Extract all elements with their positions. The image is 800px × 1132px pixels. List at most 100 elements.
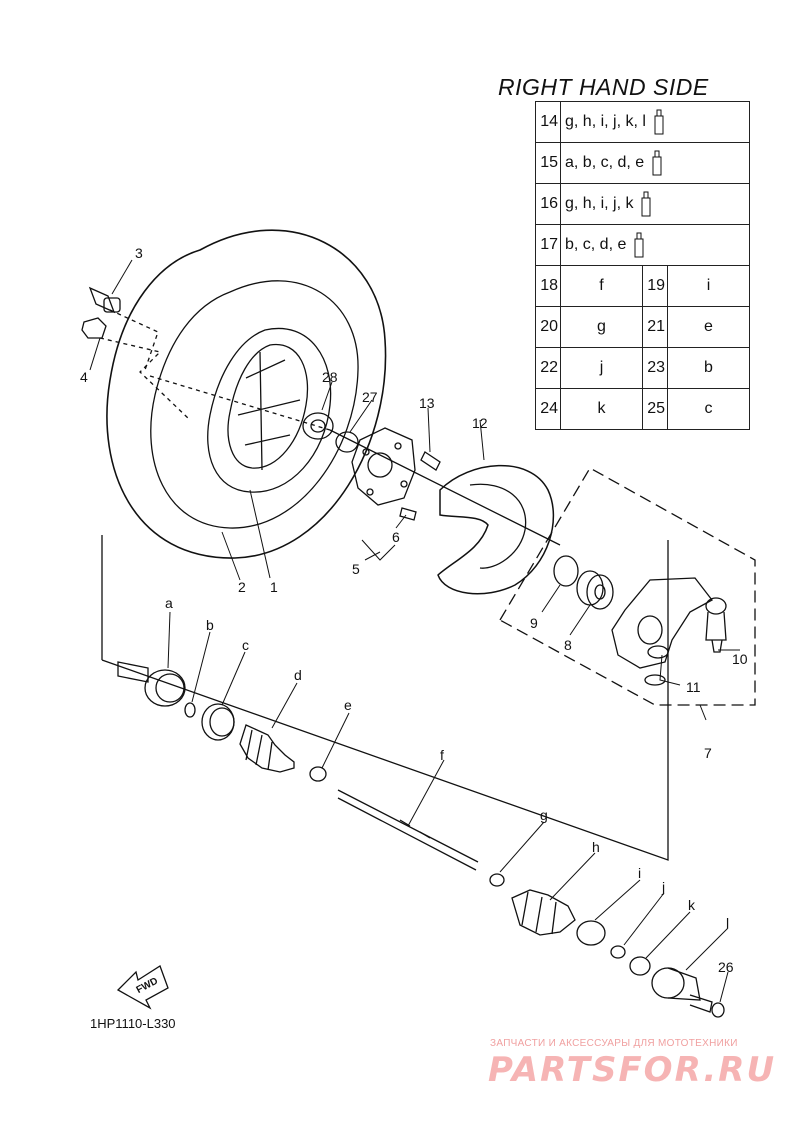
clamp-c (201, 703, 235, 741)
clamp-g (489, 873, 505, 887)
item-code: g (560, 306, 643, 348)
clamp-i (576, 920, 606, 946)
cv-joint-outer-a (117, 661, 186, 707)
label-part-8: 8 (564, 637, 572, 653)
circlip-9 (553, 555, 579, 587)
label-part-k: k (688, 897, 696, 913)
label-part-12: 12 (472, 415, 488, 431)
label-part-1: 1 (270, 579, 278, 595)
table-row: 17 b, c, d, e (535, 224, 750, 266)
bearing-8 (576, 570, 614, 610)
table-row: 14 g, h, i, j, k, l (535, 101, 750, 143)
boot-d (239, 724, 295, 773)
label-part-i: i (638, 865, 641, 881)
forward-arrow-icon (116, 965, 169, 1010)
brake-disc (437, 464, 555, 595)
item-number: 22 (535, 347, 561, 389)
item-number: 18 (535, 265, 561, 307)
label-part-d: d (294, 667, 302, 683)
grease-tube-icon (641, 191, 651, 217)
label-part-9: 9 (530, 615, 538, 631)
item-code: i (667, 265, 750, 307)
driveshaft-group-outline (101, 535, 669, 861)
label-part-2: 2 (238, 579, 246, 595)
label-part-27: 27 (362, 389, 378, 405)
wheel-stud-and-nut (81, 286, 121, 339)
item-number: 20 (535, 306, 561, 348)
circlip-k (629, 956, 651, 976)
table-row: 16 g, h, i, j, k (535, 183, 750, 225)
label-part-f: f (440, 747, 444, 763)
label-part-5: 5 (352, 561, 360, 577)
cotter-pin-11 (644, 674, 666, 686)
table-row: 18 f 19 i (535, 265, 750, 307)
label-part-l: l (726, 915, 729, 931)
kit-number: 15 (535, 142, 561, 184)
page-title: RIGHT HAND SIDE (498, 74, 709, 100)
watermark-tagline: ЗАПЧАСТИ И АКСЕССУАРЫ ДЛЯ МОТОТЕХНИКИ (490, 1038, 738, 1049)
bolt-13 (420, 451, 441, 471)
item-number: 19 (642, 265, 668, 307)
label-part-c: c (242, 637, 249, 653)
label-part-3: 3 (135, 245, 143, 261)
table-row: 24 k 25 c (535, 388, 750, 430)
grease-tube-icon (654, 109, 664, 135)
item-code: b (667, 347, 750, 389)
wheel-hub (351, 427, 416, 506)
label-part-4: 4 (80, 369, 88, 385)
kit-composition-table: 14 g, h, i, j, k, l 15 a, b, c, d, e 16 … (535, 101, 750, 430)
table-row: 20 g 21 e (535, 306, 750, 348)
label-part-26: 26 (718, 959, 734, 975)
knuckle-group-outline (499, 467, 756, 706)
item-number: 24 (535, 388, 561, 430)
kit-number: 17 (535, 224, 561, 266)
clamp-e (309, 766, 327, 782)
label-part-6: 6 (392, 529, 400, 545)
item-number: 21 (642, 306, 668, 348)
item-code: k (560, 388, 643, 430)
diagram-code-number: 1HP1110-L330 (90, 1016, 176, 1031)
grease-tube-icon (634, 232, 644, 258)
grease-tube-icon (652, 150, 662, 176)
label-part-7: 7 (704, 745, 712, 761)
steering-knuckle (611, 577, 713, 669)
kit-contents: g, h, i, j, k (560, 183, 750, 225)
item-code: c (667, 388, 750, 430)
label-part-28: 28 (322, 369, 338, 385)
fwd-label: FWD (135, 976, 160, 996)
item-code: e (667, 306, 750, 348)
kit-contents: g, h, i, j, k, l (560, 101, 750, 143)
ball-joint-10 (705, 597, 727, 653)
item-code: j (560, 347, 643, 389)
label-part-a: a (165, 595, 173, 611)
circlip-26 (711, 1002, 725, 1018)
label-part-10: 10 (732, 651, 748, 667)
label-part-j: j (661, 879, 665, 895)
label-part-g: g (540, 807, 548, 823)
boot-h (511, 889, 576, 936)
collar-27 (335, 431, 359, 453)
hub-nut-28 (302, 412, 334, 440)
table-row: 22 j 23 b (535, 347, 750, 389)
item-number: 25 (642, 388, 668, 430)
kit-number: 14 (535, 101, 561, 143)
circlip-j (610, 945, 626, 959)
item-code: f (560, 265, 643, 307)
kit-contents: a, b, c, d, e (560, 142, 750, 184)
label-part-11: 11 (686, 679, 701, 695)
kit-contents: b, c, d, e (560, 224, 750, 266)
table-row: 15 a, b, c, d, e (535, 142, 750, 184)
label-part-b: b (206, 617, 214, 633)
cv-joint-inner-l (651, 967, 713, 1013)
item-number: 23 (642, 347, 668, 389)
label-part-e: e (344, 697, 352, 713)
circlip-b (184, 702, 196, 718)
label-part-13: 13 (419, 395, 435, 411)
bolt-6 (399, 507, 417, 521)
label-part-h: h (592, 839, 600, 855)
watermark-logo: PARTSFOR.RU (488, 1050, 777, 1090)
kit-number: 16 (535, 183, 561, 225)
wheel-tire-assembly (106, 229, 387, 559)
drive-shaft-f (337, 789, 479, 871)
